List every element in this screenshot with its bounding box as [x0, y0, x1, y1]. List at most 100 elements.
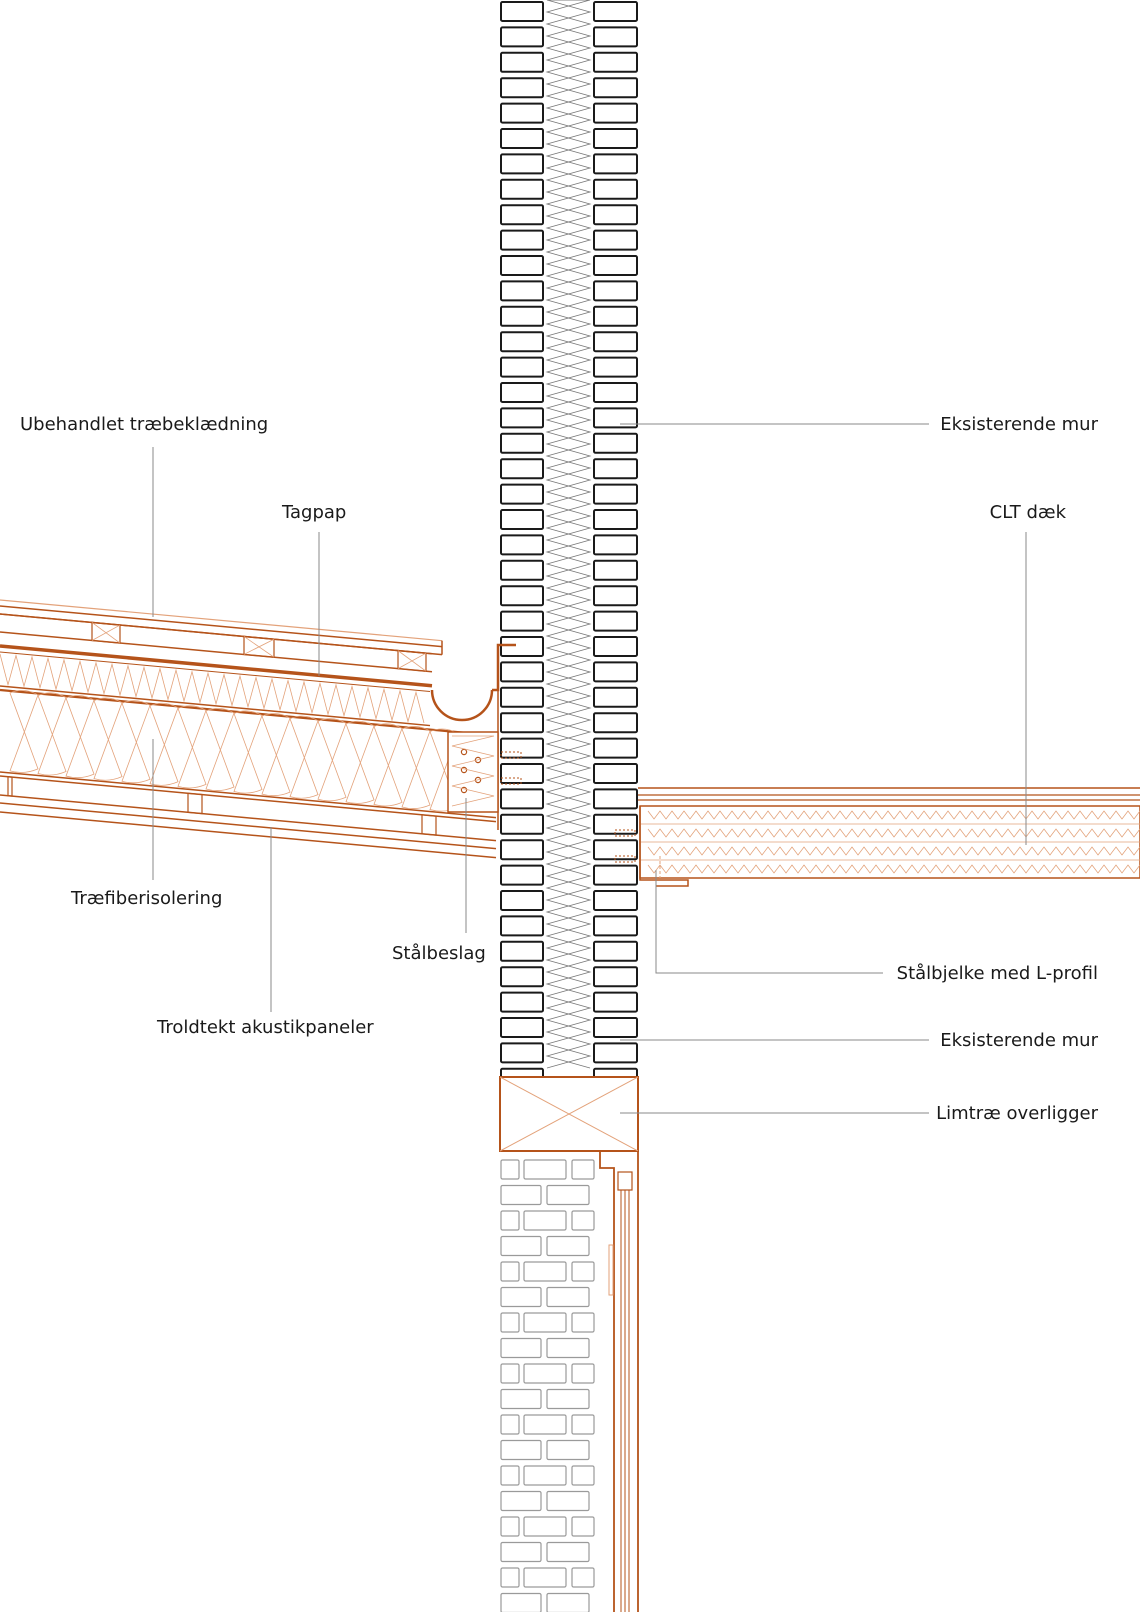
brick-lower: [571, 1261, 595, 1282]
clt-grain: [647, 846, 1140, 856]
fibre-insulation-bat: [9, 689, 39, 773]
brick-inner: [593, 204, 638, 226]
brick-lower: [500, 1159, 520, 1180]
insulation-zigzag: [545, 0, 592, 1069]
wall-cavity-insulation: [545, 0, 592, 1069]
brick-inner: [593, 534, 638, 556]
brick-lower: [546, 1439, 590, 1461]
brick-outer: [500, 864, 544, 886]
brick-lower: [523, 1312, 567, 1333]
fibre-insulation-bat: [93, 697, 123, 781]
roof-layer: [0, 802, 497, 850]
fibre-insulation-bat: [289, 715, 319, 799]
brick-inner: [593, 229, 638, 251]
brick-lower: [571, 1159, 595, 1180]
brick-lower: [523, 1465, 567, 1486]
brick-lower: [571, 1210, 595, 1231]
brick-inner: [593, 585, 638, 607]
brick-inner: [593, 712, 638, 734]
brick-inner: [593, 864, 638, 886]
brick-outer: [500, 382, 544, 403]
brick-lower: [500, 1235, 542, 1257]
roof-layer: [0, 775, 497, 823]
brick-lower: [500, 1439, 542, 1461]
brick-inner: [593, 305, 638, 327]
fibre-insulation-bat: [317, 718, 347, 802]
brick-lower: [500, 1312, 520, 1333]
roof-layer: [0, 771, 497, 819]
brick-outer: [500, 255, 544, 276]
sub-batten: [421, 814, 437, 836]
brick-inner: [593, 458, 638, 480]
brick-inner: [593, 940, 638, 962]
brick-lower: [500, 1337, 542, 1359]
batten-cross: [91, 624, 121, 641]
roof-layer: [0, 613, 433, 655]
brick-inner: [593, 610, 638, 632]
brick-lower: [546, 1541, 590, 1563]
brick-inner: [593, 153, 638, 175]
gutter: [430, 689, 494, 722]
brick-inner: [593, 382, 638, 403]
roof-layer: [0, 794, 497, 842]
brick-inner: [593, 432, 638, 454]
brick-outer: [500, 102, 544, 124]
window-profile: [617, 1171, 633, 1191]
roof-assembly: [0, 599, 522, 859]
brick-outer: [500, 712, 544, 734]
label-eksisterende-mur-top: Eksisterende mur: [940, 414, 1098, 435]
brick-inner: [593, 128, 638, 149]
clt-grain: [647, 864, 1140, 874]
brick-inner: [593, 255, 638, 276]
bracket-bolt: [474, 756, 482, 764]
brick-outer: [500, 788, 544, 810]
fibre-insulation-bat: [345, 720, 375, 804]
brick-lower: [523, 1516, 567, 1537]
brick-lower: [500, 1567, 520, 1588]
brick-outer: [500, 483, 544, 505]
brick-lower: [500, 1184, 542, 1206]
brick-inner: [593, 26, 638, 48]
brick-outer: [500, 1, 544, 22]
fibre-insulation-bat: [37, 692, 67, 776]
brick-lower: [523, 1261, 567, 1282]
brick-lower: [546, 1490, 590, 1512]
steel-bolt: [614, 855, 636, 863]
brick-outer: [500, 890, 544, 911]
brick-outer: [500, 1017, 544, 1038]
roof-layer: [0, 651, 431, 693]
brick-inner: [593, 1017, 638, 1038]
label-eksisterende-mur-bottom: Eksisterende mur: [940, 1030, 1098, 1051]
fibre-insulation-bat: [205, 708, 235, 791]
brick-lower: [546, 1235, 590, 1257]
bracket-bolt: [474, 776, 482, 784]
brick-lower: [500, 1388, 542, 1410]
brick-inner: [593, 813, 638, 835]
brick-inner: [593, 915, 638, 937]
sub-batten: [187, 792, 203, 815]
brick-lower: [571, 1465, 595, 1486]
label-traefiberisolering: Træfiberisolering: [71, 888, 223, 909]
brick-inner: [593, 661, 638, 683]
window-frame-outer: [599, 1151, 615, 1612]
bracket-bolt: [460, 748, 468, 756]
batten-cross: [243, 638, 275, 655]
brick-outer: [500, 940, 544, 962]
bracket-anchor: [500, 777, 522, 785]
brick-inner: [593, 991, 638, 1013]
brick-outer: [500, 636, 544, 657]
brick-outer: [500, 432, 544, 454]
existing-brick-wall: [500, 1, 638, 1089]
steel-bolt: [614, 829, 636, 837]
bracket-bolt: [460, 766, 468, 774]
brick-outer: [500, 77, 544, 99]
brick-lower: [500, 1490, 542, 1512]
window-fitting: [608, 1244, 614, 1296]
brick-inner: [593, 1, 638, 22]
brick-lower: [500, 1286, 542, 1308]
brick-lower: [500, 1414, 520, 1435]
label-clt-daek: CLT dæk: [989, 502, 1066, 523]
steel-bracket: [447, 731, 499, 813]
fibre-insulation-bat: [373, 723, 403, 807]
